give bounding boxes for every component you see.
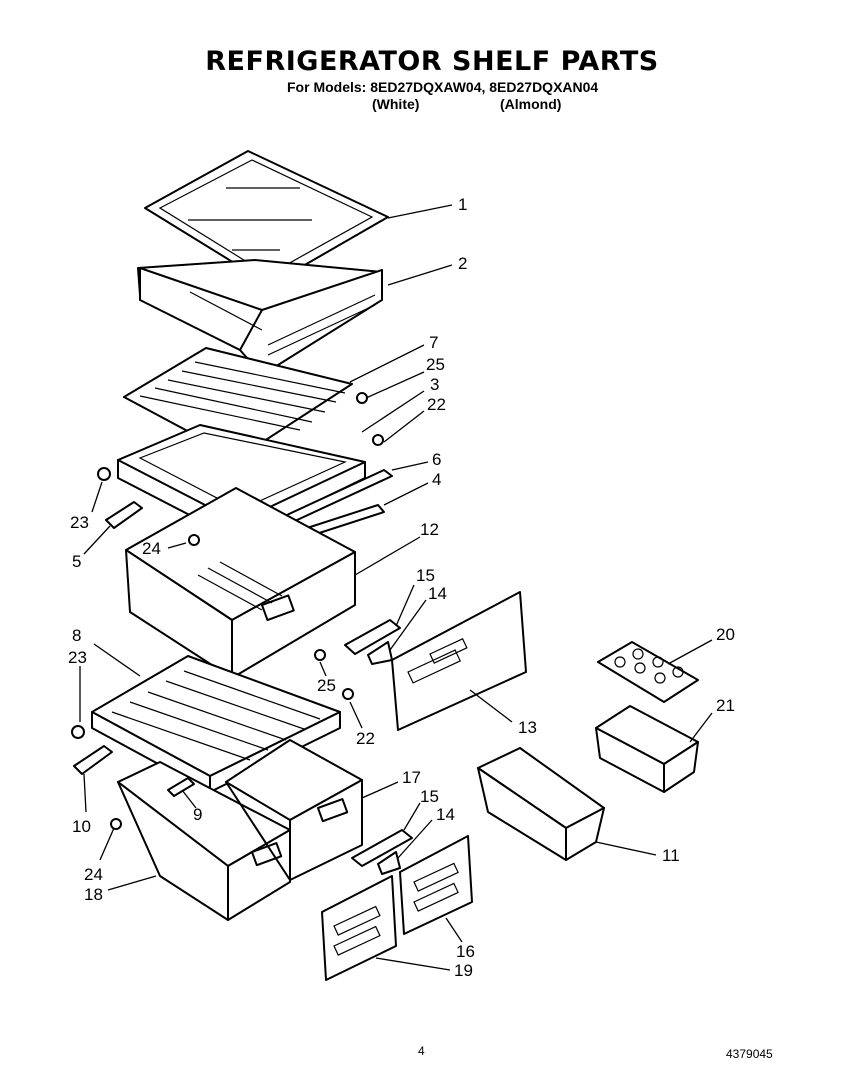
callout-20: 20 — [716, 625, 735, 644]
part-15-clip-lower — [351, 829, 413, 867]
part-17-bin — [225, 739, 363, 881]
callout-13: 13 — [518, 718, 537, 737]
part-21-egg-bin — [595, 705, 699, 793]
callout-12: 12 — [420, 520, 439, 539]
callout-23-upper: 23 — [70, 513, 89, 532]
part-19-panel — [321, 875, 397, 981]
callout-11: 11 — [662, 846, 680, 865]
callout-15-lower: 15 — [420, 787, 439, 806]
fastener-screws — [71, 392, 384, 830]
callout-18: 18 — [84, 885, 103, 904]
callout-17: 17 — [402, 768, 421, 787]
callout-25-lower: 25 — [317, 676, 336, 695]
callout-24-upper: 24 — [142, 539, 161, 558]
part-1-shelf-cover — [144, 150, 389, 286]
part-12-drawer — [125, 487, 356, 679]
callout-8: 8 — [72, 626, 82, 645]
callout-24-lower: 24 — [84, 865, 103, 884]
part-14-clip-lower — [377, 851, 401, 875]
callout-25-upper: 25 — [426, 355, 445, 374]
part-10-rail — [73, 745, 113, 775]
callout-7: 7 — [429, 333, 439, 352]
callout-15-upper: 15 — [416, 566, 435, 585]
part-13-front-panel — [391, 591, 527, 731]
callout-16: 16 — [456, 942, 475, 961]
callout-14-lower: 14 — [436, 805, 455, 824]
part-11-door-bin — [477, 747, 605, 861]
part-18-bin — [117, 761, 291, 921]
leader-lines — [79, 204, 713, 971]
callout-23-lower: 23 — [68, 648, 87, 667]
callout-21: 21 — [716, 696, 735, 715]
callout-10: 10 — [72, 817, 91, 836]
document-number: 4379045 — [726, 1047, 773, 1061]
callout-22-lower: 22 — [356, 729, 375, 748]
callout-9: 9 — [193, 805, 203, 824]
variant-almond: (Almond) — [500, 96, 562, 112]
variant-white: (White) — [372, 96, 420, 112]
callout-4: 4 — [432, 470, 442, 489]
models-line: For Models: 8ED27DQXAW04, 8ED27DQXAN04 — [287, 79, 599, 95]
callout-5: 5 — [72, 552, 82, 571]
callout-6: 6 — [432, 450, 442, 469]
part-15-clip-upper — [344, 619, 401, 655]
part-20-egg-tray — [597, 641, 699, 703]
part-16-panel — [399, 835, 473, 935]
page-number: 4 — [418, 1044, 425, 1058]
callout-22-upper: 22 — [427, 395, 446, 414]
page-title: REFRIGERATOR SHELF PARTS — [205, 46, 659, 77]
callout-2: 2 — [458, 254, 468, 273]
callout-3: 3 — [430, 375, 440, 394]
callout-1: 1 — [458, 195, 468, 214]
part-2-pan — [137, 259, 383, 376]
part-9-clip — [167, 777, 195, 797]
callout-19: 19 — [454, 961, 473, 980]
part-5-rail — [105, 501, 143, 529]
callout-14-upper: 14 — [428, 584, 447, 603]
